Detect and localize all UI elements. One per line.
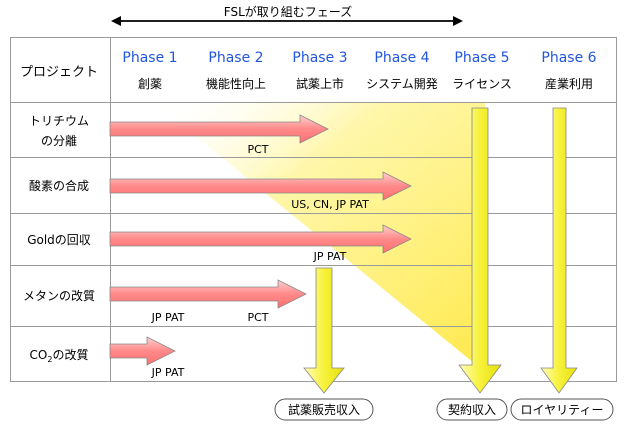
revenue-label-contract: 契約収入 [448,402,496,417]
scope-label-bg [222,3,354,20]
revenue-labels: 試薬販売収入 契約収入 ロイヤリティー [274,398,614,421]
phase-5-desc: ライセンス [452,77,512,91]
revenue-arrow-contract [458,107,502,394]
revenue-pill-royalty [510,398,614,421]
scope-span-left-arrowhead [111,16,121,26]
revenue-label-royalty: ロイヤリティー [521,403,604,417]
annotation-oxygen-patents: US, CN, JP PAT [291,198,369,211]
revenue-arrow-royalty [540,107,578,394]
phase-2-name: Phase 2 [208,50,263,66]
progress-arrow-methane [109,279,307,309]
phase-4-desc: システム開発 [366,77,438,91]
revenue-pill-contract [436,398,508,421]
progress-arrow-oxygen [109,171,412,201]
project-co2: CO2の改質 [30,347,89,364]
annotation-gold-jppat: JP PAT [313,250,347,263]
phase-6-desc: 産業利用 [545,76,593,91]
annotation-methane-pct: PCT [247,311,268,324]
phase-3-desc: 試薬上市 [296,76,344,91]
revenue-pill-reagent [274,398,374,421]
phase-1-name: Phase 1 [122,50,177,66]
scope-span-right-arrowhead [453,16,463,26]
progress-arrows [109,114,412,366]
co2-suffix: の改質 [52,347,88,362]
table-border [10,37,617,382]
phase-2-desc: 機能性向上 [206,76,266,91]
phase-4-name: Phase 4 [374,50,429,66]
progress-arrow-gold [109,224,412,254]
scope-label: FSLが取り組むフェーズ [224,4,352,19]
revenue-arrows [303,107,578,394]
fsl-scope-span: FSLが取り組むフェーズ [111,3,463,26]
co2-subscript: 2 [47,355,52,364]
annotation-co2-jppat: JP PAT [151,366,185,379]
phase-3-name: Phase 3 [292,50,347,66]
project-tritium-line2: の分離 [41,134,77,148]
co2-base: CO [30,348,48,362]
patent-annotations: PCT US, CN, JP PAT JP PAT JP PAT PCT JP … [151,143,369,379]
phase-1-desc: 創薬 [138,77,162,91]
phase-6-name: Phase 6 [541,50,596,66]
annotation-methane-jppat: JP PAT [151,311,185,324]
phase-5-name: Phase 5 [454,50,509,66]
project-labels: トリチウム の分離 酸素の合成 Goldの回収 メタンの改質 CO2の改質 [23,114,95,364]
progress-arrow-tritium [109,114,329,144]
project-oxygen: 酸素の合成 [29,178,89,193]
revenue-arrow-reagent [303,267,345,394]
phase-headers: Phase 1 創薬 Phase 2 機能性向上 Phase 3 試薬上市 Ph… [122,50,596,91]
annotation-tritium-pct: PCT [247,143,268,156]
phase-table-grid [10,37,617,382]
progress-arrow-co2 [109,336,176,366]
project-header: プロジェクト [20,65,98,80]
project-methane: メタンの改質 [23,288,95,303]
project-gold: Goldの回収 [27,233,91,247]
project-tritium-line1: トリチウム [29,114,89,128]
revenue-label-reagent: 試薬販売収入 [288,402,360,417]
